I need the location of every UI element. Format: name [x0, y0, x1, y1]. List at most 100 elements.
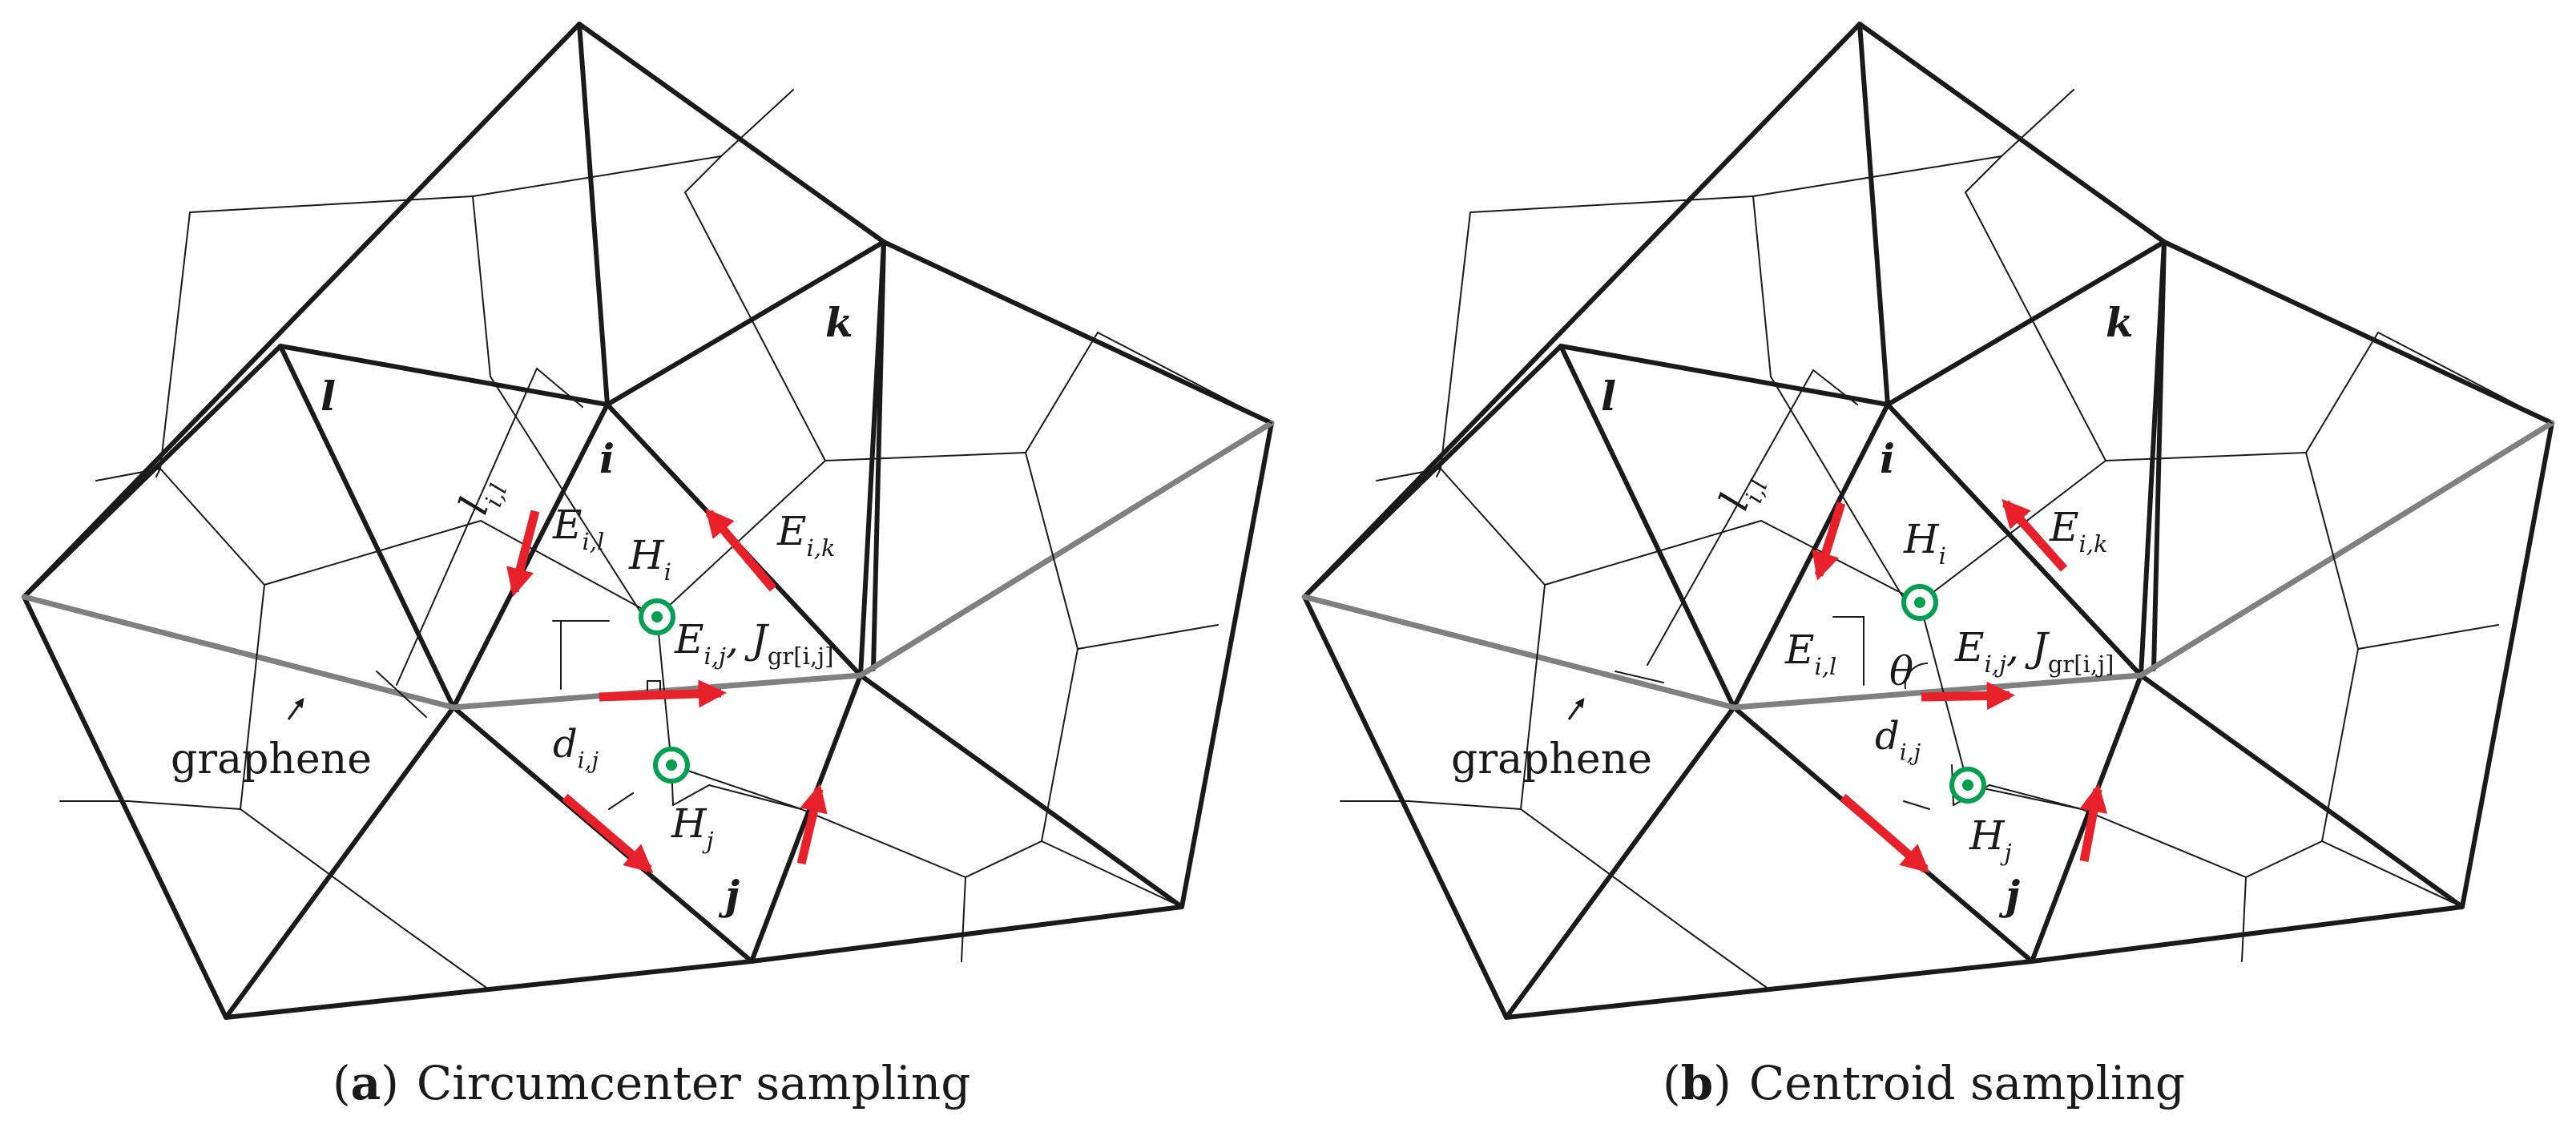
caption-b-text: Centroid sampling — [1748, 1056, 2186, 1110]
voronoi-edge — [1520, 584, 1546, 810]
graphene-label: graphene — [171, 735, 372, 784]
caption-b: (b)Centroid sampling — [1663, 1056, 2186, 1110]
field-arrow — [2002, 498, 2068, 572]
voronoi-edge — [1965, 155, 2002, 193]
sample-node-dot — [1914, 597, 1925, 608]
voronoi-edge — [2081, 808, 2247, 878]
symbol-e-il: Ei,l — [1784, 626, 1836, 680]
voronoi-edge — [2305, 452, 2359, 650]
mesh-edge — [2151, 240, 2167, 671]
voronoi-edge — [472, 195, 491, 377]
graphene-line — [1301, 420, 2555, 711]
field-arrow — [705, 508, 777, 592]
dimension-line-l — [396, 368, 538, 686]
node-label-l: l — [1601, 373, 1616, 420]
voronoi-edge — [240, 808, 405, 930]
mesh-edge — [577, 22, 610, 407]
mesh-edge — [1558, 344, 1736, 710]
voronoi-edge — [1965, 191, 2106, 461]
voronoi-edge — [656, 460, 826, 618]
voronoi-edge — [1097, 332, 1272, 424]
symbol-l-il: li,l — [450, 471, 513, 522]
mesh-edge — [1302, 344, 1563, 599]
voronoi-edge — [720, 89, 794, 157]
dimension-tick — [1903, 800, 1930, 810]
mesh-edge — [605, 240, 886, 407]
field-arrow — [796, 784, 828, 865]
dimension-tick — [1812, 369, 1858, 405]
mesh-edge — [451, 402, 610, 710]
symbol-e-ik: Ei,k — [2049, 504, 2108, 558]
voronoi-edge — [95, 468, 161, 481]
mesh-outer-boundary — [22, 22, 1274, 1020]
voronoi-edge — [1752, 195, 1772, 377]
voronoi-edge — [1520, 808, 1686, 930]
mesh-edge — [2030, 673, 2143, 964]
symbol-h-i: Hi — [628, 532, 671, 586]
voronoi-edge — [1770, 376, 1905, 599]
dimension-line-l — [1647, 369, 1814, 666]
voronoi-edge — [1077, 624, 1219, 650]
mesh-edge — [278, 344, 456, 710]
mesh-edge — [1885, 240, 2167, 407]
voronoi-edge — [684, 191, 826, 461]
symbol-l-il: li,l — [1711, 467, 1773, 518]
voronoi-edge — [961, 876, 966, 962]
symbol-d-ij: di,j — [553, 722, 599, 773]
sample-node-dot — [666, 759, 677, 771]
voronoi-edge — [2357, 624, 2499, 650]
mesh-edge — [858, 673, 1184, 909]
voronoi-edge — [2321, 648, 2359, 842]
voronoi-edge — [159, 211, 191, 469]
mesh-edge — [1885, 402, 2143, 678]
mesh-edge — [1731, 402, 1890, 710]
mesh-edge — [1857, 22, 1890, 407]
node-label-l: l — [320, 373, 336, 420]
sample-node-dot — [1962, 779, 1973, 791]
voronoi-edge — [240, 584, 265, 810]
voronoi-edge — [824, 452, 1026, 461]
voronoi-edge — [472, 155, 722, 197]
voronoi-edge — [684, 155, 722, 193]
voronoi-edge — [2377, 332, 2553, 424]
dimension-tick — [1615, 671, 1664, 683]
dimension-tick — [536, 368, 583, 408]
voronoi-edge — [1436, 468, 1441, 477]
voronoi-edge — [1408, 800, 1522, 810]
caption-a-text: Circumcenter sampling — [416, 1056, 971, 1110]
voronoi-edge — [189, 195, 474, 213]
graphene-pointer — [287, 698, 304, 720]
voronoi-edge — [155, 468, 161, 477]
voronoi-edge — [1684, 929, 1770, 990]
node-label-j: j — [1998, 872, 2020, 919]
graphene-label: graphene — [1451, 735, 1652, 784]
caption-b-letter: b — [1680, 1056, 1714, 1110]
voronoi-edge — [480, 520, 658, 618]
voronoi-edge — [1544, 520, 1762, 586]
voronoi-edge — [1919, 460, 2106, 603]
node-label-j: j — [718, 872, 740, 919]
node-label-i: i — [1880, 435, 1895, 482]
symbol-d-ij: di,j — [1875, 714, 1921, 765]
voronoi-edge — [1041, 648, 1078, 842]
mesh-edge — [2139, 673, 2465, 909]
mesh-edge — [1504, 705, 1736, 1020]
voronoi-edge — [672, 784, 710, 806]
angle-arc — [1904, 662, 1929, 690]
voronoi-edge — [2105, 452, 2307, 461]
symbol-e-ij-j: Ei,j, Jgr[i,j] — [674, 616, 833, 670]
voronoi-edge — [708, 784, 802, 810]
symbol-h-i: Hi — [1903, 516, 1946, 570]
field-arrow — [1921, 681, 2016, 711]
node-label-k: k — [2106, 299, 2134, 346]
voronoi-edge — [127, 800, 241, 810]
field-arrow — [506, 510, 540, 597]
voronoi-edge — [800, 808, 966, 878]
voronoi-edge — [404, 929, 490, 990]
field-arrow — [1840, 793, 1930, 873]
voronoi-edge — [264, 520, 482, 586]
symbol-h-j: Hj — [671, 800, 714, 854]
